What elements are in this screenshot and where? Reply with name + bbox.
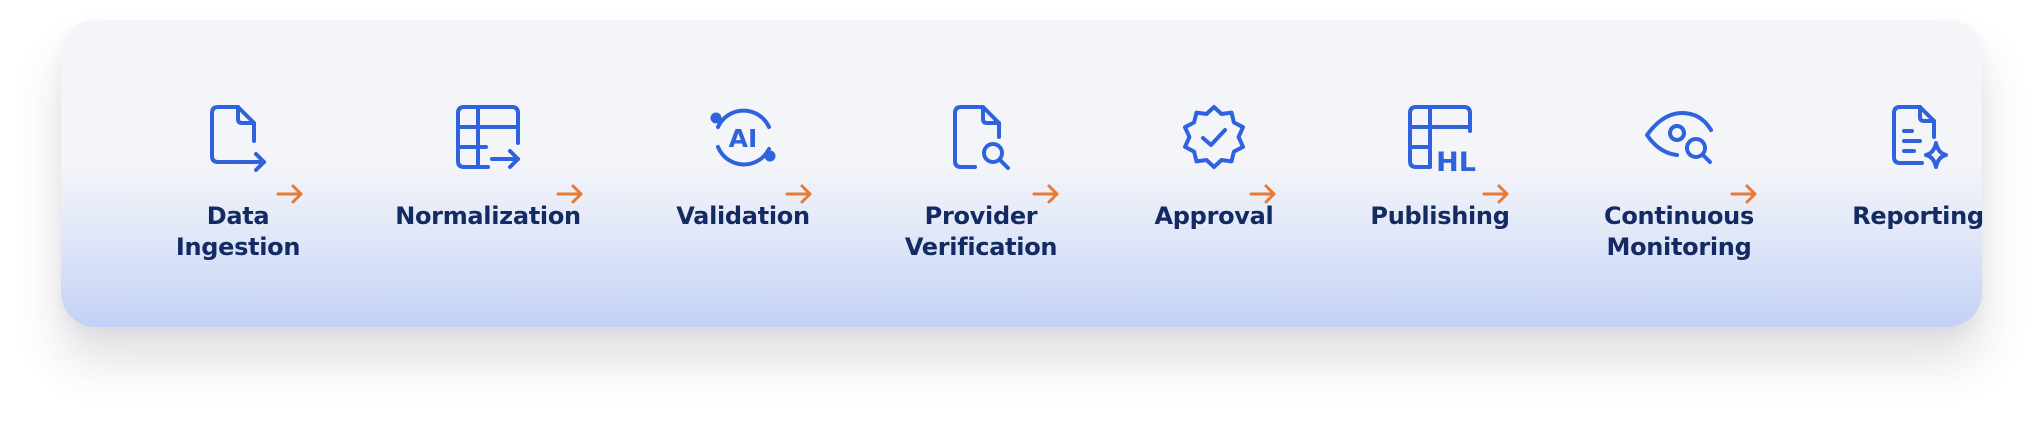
step-reporting: Reporting <box>1798 97 2038 232</box>
step-publishing: HL Publishing <box>1320 97 1560 232</box>
step-label: Provider Verification <box>904 202 1058 261</box>
step-label: Continuous Monitoring <box>1604 202 1754 261</box>
hl-badge-text: HL <box>1436 147 1476 178</box>
arrow-right-icon <box>275 182 305 206</box>
step-label: Approval <box>1154 202 1274 230</box>
pipeline-card: Data Ingestion Normalization <box>61 20 1984 327</box>
report-sparkle-icon <box>1878 97 1958 177</box>
step-label: Reporting <box>1852 202 1984 230</box>
step-label: Data Ingestion <box>175 202 301 261</box>
arrow-right-icon <box>1248 182 1278 206</box>
step-provider-verification: Provider Verification <box>861 97 1101 263</box>
step-continuous-monitoring: Continuous Monitoring <box>1559 97 1799 263</box>
ai-badge-text: AI <box>729 124 758 153</box>
arrow-right-icon <box>1729 182 1759 206</box>
badge-check-icon <box>1174 97 1254 177</box>
step-label: Normalization <box>395 202 581 230</box>
table-hl-icon: HL <box>1400 97 1480 178</box>
step-label: Validation <box>676 202 810 230</box>
arrow-right-icon <box>1481 182 1511 206</box>
step-normalization: Normalization <box>368 97 608 232</box>
step-approval: Approval <box>1094 97 1334 232</box>
arrow-right-icon <box>555 182 585 206</box>
table-arrow-icon <box>448 97 528 177</box>
step-data-ingestion: Data Ingestion <box>118 97 358 263</box>
file-import-icon <box>198 97 278 177</box>
arrow-right-icon <box>784 182 814 206</box>
arrow-right-icon <box>1031 182 1061 206</box>
file-search-icon <box>941 97 1021 177</box>
step-validation: AI Validation <box>623 97 863 232</box>
ai-refresh-icon: AI <box>703 97 783 177</box>
eye-search-icon <box>1639 97 1719 177</box>
step-label: Publishing <box>1370 202 1510 230</box>
